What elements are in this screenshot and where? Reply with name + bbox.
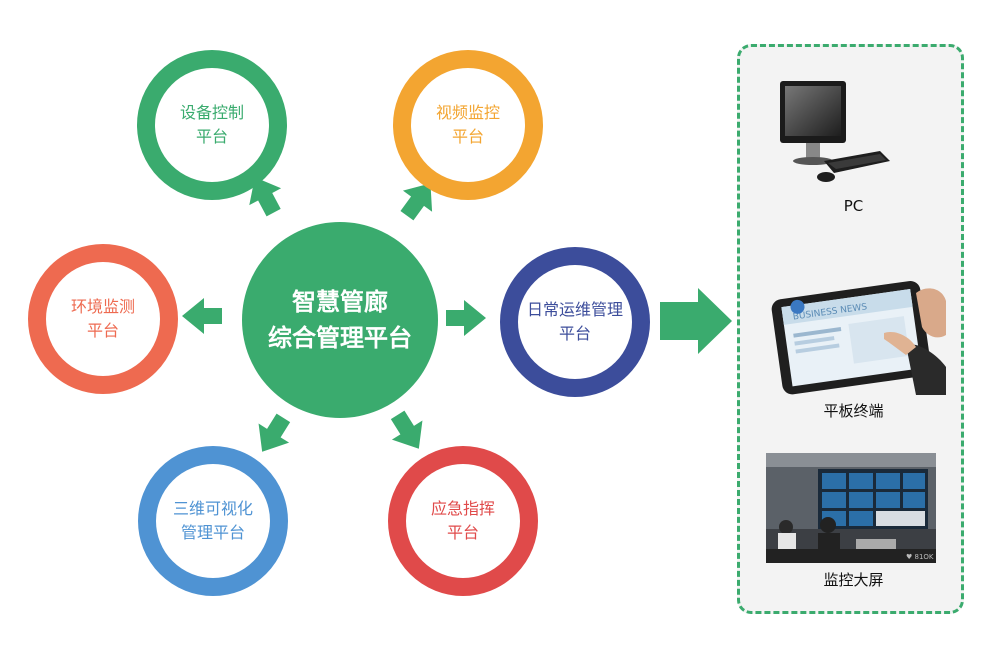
arrow-to-daily-operations <box>446 300 486 336</box>
arrow-to-equipment-control <box>249 177 282 217</box>
node-label-line2: 管理平台 <box>180 523 245 542</box>
node-video-monitoring: 视频监控 平台 <box>393 50 543 200</box>
node-label-line1: 应急指挥 <box>430 499 495 518</box>
center-title-line1: 智慧管廊 <box>292 288 388 316</box>
wall-watermark: ♥ 81OK <box>906 553 934 561</box>
center-hub: 智慧管廊 综合管理平台 <box>242 222 438 418</box>
node-label-line1: 日常运维管理 <box>526 300 623 319</box>
node-label-line2: 平台 <box>451 127 484 146</box>
arrow-to-video-monitoring <box>400 183 433 221</box>
node-label-line1: 设备控制 <box>179 103 244 122</box>
tablet-label: 平板终端 <box>823 402 884 420</box>
node-equipment-control: 设备控制 平台 <box>137 50 287 200</box>
arrow-to-environment-monitoring <box>182 298 222 334</box>
center-title-line2: 综合管理平台 <box>268 324 412 352</box>
arrow-to-3d-visualization <box>258 413 291 452</box>
node-label-line2: 平台 <box>195 127 228 146</box>
node-label-line2: 平台 <box>558 324 591 343</box>
node-label-line2: 平台 <box>446 523 479 542</box>
devices-panel: PC BUSINESS NEWS 平板终端 <box>737 44 964 614</box>
desktop-computer-icon <box>780 81 890 182</box>
node-label-line2: 平台 <box>86 321 119 340</box>
node-daily-operations: 日常运维管理 平台 <box>500 247 650 397</box>
arrow-to-devices <box>660 288 732 354</box>
node-label-line1: 视频监控 <box>435 103 500 122</box>
arrow-to-emergency-command <box>390 410 423 449</box>
video-wall-icon: ♥ 81OK <box>766 453 936 563</box>
node-3d-visualization: 三维可视化 管理平台 <box>138 446 288 596</box>
node-label-line1: 三维可视化 <box>172 499 253 518</box>
node-label-line1: 环境监测 <box>70 297 135 316</box>
node-environment-monitoring: 环境监测 平台 <box>28 244 178 394</box>
wall-label: 监控大屏 <box>823 571 884 589</box>
tablet-icon: BUSINESS NEWS <box>766 275 946 395</box>
node-emergency-command: 应急指挥 平台 <box>388 446 538 596</box>
pc-label: PC <box>843 197 864 215</box>
